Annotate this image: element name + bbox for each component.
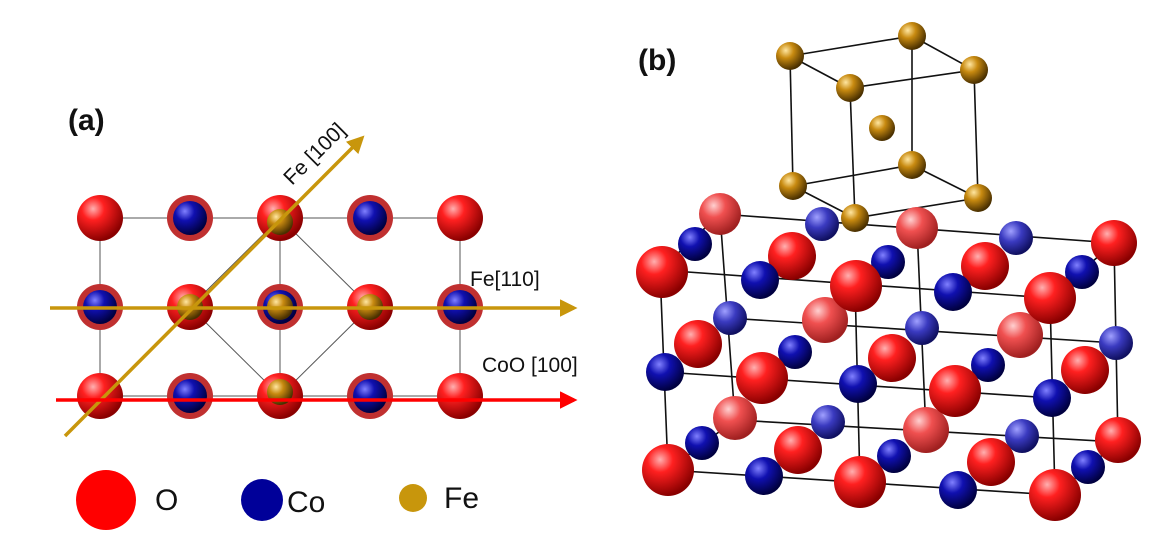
cobalt-atom [685, 426, 719, 460]
oxygen-atom [967, 438, 1015, 486]
cobalt-atom [646, 353, 684, 391]
cobalt-atom [778, 335, 812, 369]
oxygen-atom [77, 195, 123, 241]
cobalt-atom [353, 201, 387, 235]
oxygen-atom [1091, 220, 1137, 266]
iron-atom [836, 74, 864, 102]
cobalt-atom [811, 405, 845, 439]
iron-atom [964, 184, 992, 212]
legend-iron-swatch [399, 484, 427, 512]
cobalt-atom [971, 348, 1005, 382]
cobalt-atom [839, 365, 877, 403]
oxygen-atom [834, 456, 886, 508]
legend-cobalt-swatch [241, 479, 283, 521]
oxygen-atom [997, 312, 1043, 358]
legend-oxygen-label: O [155, 484, 178, 517]
cobalt-atom [741, 261, 779, 299]
coo-100-label: CoO [100] [482, 354, 578, 377]
oxygen-atom [437, 195, 483, 241]
cobalt-atom [1033, 379, 1071, 417]
iron-atom [898, 151, 926, 179]
iron-atom [776, 42, 804, 70]
oxygen-atom [903, 407, 949, 453]
oxygen-atom [1024, 272, 1076, 324]
oxygen-atom [674, 320, 722, 368]
panel-b: (b) [636, 22, 1141, 521]
fe-atoms [776, 22, 992, 232]
oxygen-atom [1061, 346, 1109, 394]
panel-a-atoms [77, 195, 483, 419]
oxygen-atom [699, 193, 741, 235]
fe-unit-cell [789, 35, 981, 219]
oxygen-atom [868, 334, 916, 382]
fe-110-label: Fe[110] [470, 268, 540, 291]
cobalt-atom [713, 301, 747, 335]
legend-iron-label: Fe [444, 482, 479, 515]
panel-a: (a) [50, 104, 578, 438]
cobalt-atom [678, 227, 712, 261]
oxygen-atom [802, 297, 848, 343]
cobalt-atom [173, 201, 207, 235]
oxygen-atom [1029, 469, 1081, 521]
cobalt-atom [934, 273, 972, 311]
cobalt-atom [905, 311, 939, 345]
iron-atom [779, 172, 807, 200]
oxygen-atom [961, 242, 1009, 290]
cobalt-atom [877, 439, 911, 473]
cobalt-atom [1065, 255, 1099, 289]
cobalt-atom [353, 379, 387, 413]
oxygen-atom [437, 373, 483, 419]
oxygen-atom [896, 207, 938, 249]
cobalt-atom [173, 379, 207, 413]
oxygen-atom [830, 260, 882, 312]
oxygen-atom [929, 365, 981, 417]
oxygen-atom [642, 444, 694, 496]
iron-atom [869, 115, 895, 141]
coo-atoms [636, 193, 1141, 521]
panel-a-label: (a) [68, 104, 105, 137]
iron-atom [898, 22, 926, 50]
fe-100-label: Fe [100] [279, 119, 350, 190]
panel-b-label: (b) [638, 44, 676, 77]
cobalt-atom [745, 457, 783, 495]
legend: O Co Fe [76, 470, 479, 530]
cobalt-atom [939, 471, 977, 509]
fe-100-arrow [63, 135, 365, 438]
cobalt-atom [871, 245, 905, 279]
panel-a-arrows [50, 135, 578, 438]
oxygen-atom [736, 352, 788, 404]
legend-cobalt-label: Co [287, 486, 325, 519]
legend-oxygen-swatch [76, 470, 136, 530]
oxygen-atom [768, 232, 816, 280]
cobalt-atom [1071, 450, 1105, 484]
cobalt-atom [1005, 419, 1039, 453]
oxygen-atom [713, 396, 757, 440]
oxygen-atom [774, 426, 822, 474]
iron-atom [841, 204, 869, 232]
cobalt-atom [1099, 326, 1133, 360]
cobalt-atom [999, 221, 1033, 255]
oxygen-atom [77, 373, 123, 419]
oxygen-atom [636, 246, 688, 298]
iron-atom [960, 56, 988, 84]
cobalt-atom [805, 207, 839, 241]
oxygen-atom [1095, 417, 1141, 463]
